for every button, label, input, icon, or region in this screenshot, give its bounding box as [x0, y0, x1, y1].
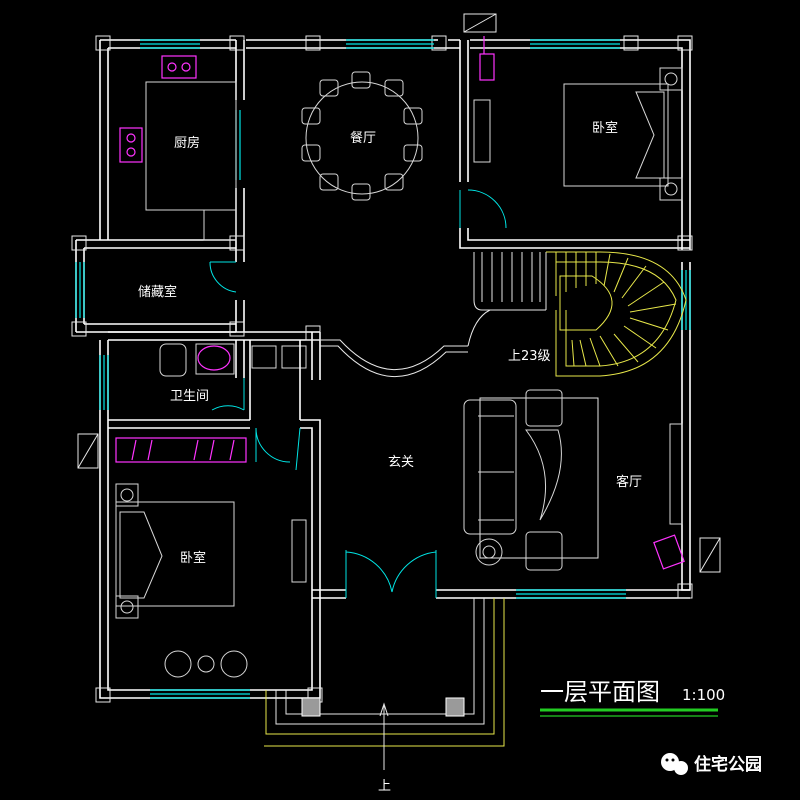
stove-icon	[119, 127, 143, 163]
stairs-label: 上23级	[508, 349, 551, 364]
watermark-text: 住宅公园	[694, 754, 762, 775]
entry-label: 上	[378, 779, 391, 794]
entry-porch	[264, 598, 505, 770]
doors	[209, 189, 507, 598]
round-dining-table	[305, 81, 419, 195]
bedroom-sw	[115, 437, 307, 678]
rug	[479, 397, 599, 559]
wall-columns	[71, 35, 693, 703]
section-markers	[77, 13, 721, 573]
living-room	[463, 389, 685, 571]
armchair	[525, 531, 563, 571]
tv-cabinet	[669, 423, 683, 525]
kitchen-label: 厨房	[174, 135, 200, 151]
heater-icon	[653, 534, 685, 570]
dining-label: 餐厅	[350, 130, 376, 146]
section-marker-top	[463, 13, 497, 33]
double-bed	[115, 501, 235, 607]
title-block: 一层平面图 1:100	[522, 624, 742, 734]
sink-icon	[161, 55, 197, 79]
plan-scale: 1:100	[682, 686, 725, 704]
foyer-label: 玄关	[388, 455, 414, 470]
wardrobe	[473, 99, 491, 163]
armchair	[525, 389, 563, 427]
plan-title: 一层平面图	[540, 678, 660, 706]
bathroom-label: 卫生间	[170, 389, 209, 404]
sofa	[463, 399, 517, 535]
porch-column	[445, 697, 465, 717]
interior-walls	[108, 40, 690, 590]
watermark: 住宅公园	[661, 753, 762, 775]
armchair	[164, 650, 192, 678]
windows	[75, 39, 691, 699]
exterior-walls	[75, 39, 691, 699]
foyer-arch	[320, 339, 468, 377]
bathroom	[159, 340, 307, 420]
closet	[115, 437, 247, 463]
kitchen	[119, 55, 237, 241]
dining-table-set	[301, 71, 423, 201]
bedroom-ne	[473, 36, 683, 201]
double-bed	[563, 83, 669, 187]
tv-cabinet	[291, 519, 307, 583]
kitchen-counter	[145, 81, 237, 211]
section-marker-right	[699, 537, 721, 573]
dining-chairs	[301, 71, 423, 201]
staircase	[467, 251, 687, 377]
coffee-table	[525, 429, 562, 521]
toilet-icon	[159, 343, 187, 377]
section-marker-left	[77, 433, 99, 469]
bedroom-ne-label: 卧室	[592, 120, 618, 136]
bedroom-sw-label: 卧室	[180, 550, 206, 566]
porch-column	[301, 697, 321, 717]
storage-label: 储藏室	[138, 284, 177, 300]
basin-icon	[197, 345, 231, 371]
plant-icon	[475, 538, 503, 566]
living-label: 客厅	[616, 474, 642, 490]
heater-icon	[479, 53, 495, 81]
